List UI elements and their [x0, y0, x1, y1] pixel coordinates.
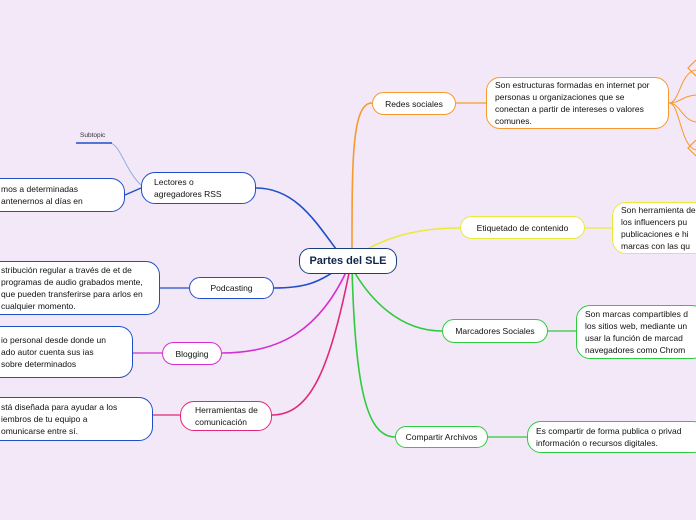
detail-compartir-text: Es compartir de forma publica o privad i…	[536, 426, 682, 448]
branch-herramientas-label: Herramientas de comunicación	[195, 405, 258, 427]
detail-compartir[interactable]: Es compartir de forma publica o privad i…	[527, 421, 696, 453]
link-redes-out2	[668, 94, 696, 104]
offscreen-node-1	[687, 59, 696, 77]
detail-redes-sociales-text: Son estructuras formadas en internet por…	[495, 80, 650, 126]
detail-herramientas-text: stá diseñada para ayudar a los iembros d…	[1, 402, 118, 436]
branch-redes-sociales[interactable]: Redes sociales	[372, 92, 456, 115]
branch-etiquetado-label: Etiquetado de contenido	[476, 222, 569, 233]
link-marcadores	[351, 267, 443, 332]
branch-compartir[interactable]: Compartir Archivos	[395, 426, 488, 448]
link-redes	[351, 102, 373, 251]
central-topic-label: Partes del SLE	[309, 255, 387, 267]
branch-marcadores[interactable]: Marcadores Sociales	[442, 319, 548, 343]
offscreen-node-4	[687, 139, 696, 157]
detail-podcasting[interactable]: stribución regular a través de et de pro…	[0, 261, 160, 315]
link-compartir	[351, 267, 396, 438]
branch-podcasting-label: Podcasting	[210, 283, 253, 293]
link-herramientas	[271, 267, 351, 416]
branch-etiquetado[interactable]: Etiquetado de contenido	[460, 216, 585, 239]
branch-blogging-label: Blogging	[175, 348, 209, 359]
link-blogging	[221, 267, 349, 354]
branch-marcadores-label: Marcadores Sociales	[455, 326, 535, 336]
detail-podcasting-text: stribución regular a través de et de pro…	[1, 265, 143, 311]
branch-herramientas[interactable]: Herramientas de comunicación	[180, 401, 272, 431]
branch-redes-sociales-label: Redes sociales	[385, 98, 443, 109]
branch-blogging[interactable]: Blogging	[162, 342, 222, 365]
link-subtopic	[109, 142, 142, 186]
branch-lectores-rss-label: Lectores o agregadores RSS	[154, 177, 222, 199]
link-redes-out1	[668, 69, 696, 104]
detail-marcadores[interactable]: Son marcas compartibles d los sitios web…	[576, 305, 696, 359]
branch-compartir-label: Compartir Archivos	[405, 432, 478, 442]
detail-herramientas[interactable]: stá diseñada para ayudar a los iembros d…	[0, 397, 153, 441]
detail-blogging-text: io personal desde donde un ado autor cue…	[1, 335, 106, 369]
link-lectores-detail	[124, 187, 142, 196]
central-topic[interactable]: Partes del SLE	[299, 248, 397, 274]
detail-etiquetado[interactable]: Son herramienta de los influencers pu pu…	[612, 202, 696, 254]
detail-blogging[interactable]: io personal desde donde un ado autor cue…	[0, 326, 133, 378]
detail-etiquetado-text: Son herramienta de los influencers pu pu…	[621, 205, 696, 251]
detail-lectores-rss[interactable]: mos a determinadas antenernos al días en	[0, 178, 125, 212]
detail-lectores-rss-text: mos a determinadas antenernos al días en	[1, 184, 83, 206]
detail-marcadores-text: Son marcas compartibles d los sitios web…	[585, 309, 688, 355]
detail-redes-sociales[interactable]: Son estructuras formadas en internet por…	[486, 77, 669, 129]
branch-lectores-rss[interactable]: Lectores o agregadores RSS	[141, 172, 256, 204]
link-redes-out4	[668, 102, 696, 151]
subtopic-label[interactable]: Subtopic	[80, 132, 106, 139]
branch-podcasting[interactable]: Podcasting	[189, 277, 274, 299]
